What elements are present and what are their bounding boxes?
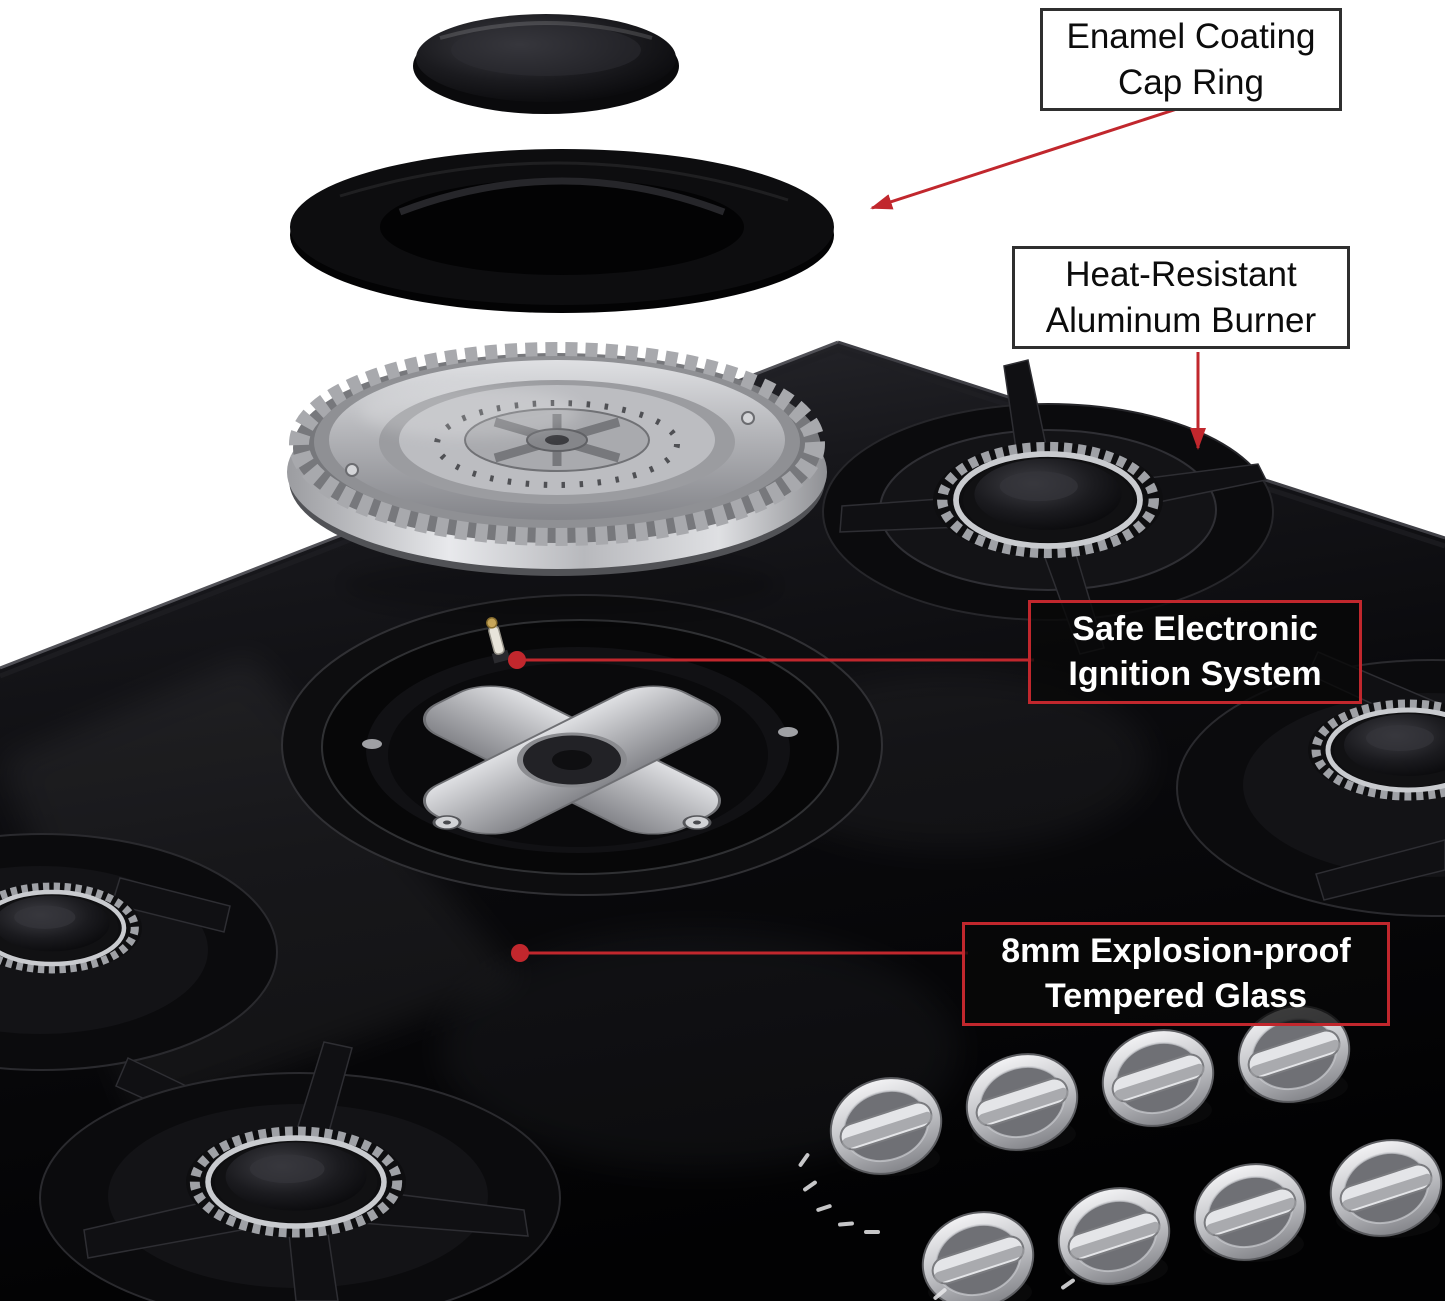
label-line: Enamel Coating xyxy=(1066,17,1316,56)
label-tempered-glass: 8mm Explosion-proof Tempered Glass xyxy=(962,922,1390,1026)
top-right-burner xyxy=(822,359,1274,655)
burner-cap xyxy=(413,14,679,114)
label-line: Heat-Resistant xyxy=(1065,255,1297,294)
label-line: Tempered Glass xyxy=(1044,976,1308,1015)
label-line: Ignition System xyxy=(1068,654,1322,693)
label-line: Aluminum Burner xyxy=(1045,300,1317,340)
annotation-dot-ignition xyxy=(508,651,526,669)
enamel-cap-ring xyxy=(289,148,834,313)
label-ignition-system: Safe Electronic Ignition System xyxy=(1028,600,1362,704)
control-knobs xyxy=(798,990,1445,1301)
screws xyxy=(432,815,712,830)
label-line: Cap Ring xyxy=(1118,62,1264,102)
knob-dial-markings xyxy=(798,1153,1075,1300)
label-enamel-cap-ring: Enamel Coating Cap Ring xyxy=(1040,8,1342,111)
label-line: Safe Electronic xyxy=(1072,610,1318,648)
venturi-casting xyxy=(422,685,722,835)
annotation-dot-glass xyxy=(511,944,529,962)
aluminum-burner xyxy=(287,342,827,615)
annotation-arrow-cap-ring xyxy=(870,106,1181,210)
bottom-left-burner xyxy=(39,1041,561,1301)
label-aluminum-burner: Heat-Resistant Aluminum Burner xyxy=(1012,246,1350,349)
center-burner-base xyxy=(281,594,883,896)
burner-head xyxy=(933,443,1163,558)
annotation-graphics xyxy=(508,106,1206,962)
ignition-electrode xyxy=(486,617,510,664)
burner-head xyxy=(186,1127,406,1237)
right-burner xyxy=(1176,651,1445,917)
label-line: 8mm Explosion-proof xyxy=(1001,932,1351,970)
